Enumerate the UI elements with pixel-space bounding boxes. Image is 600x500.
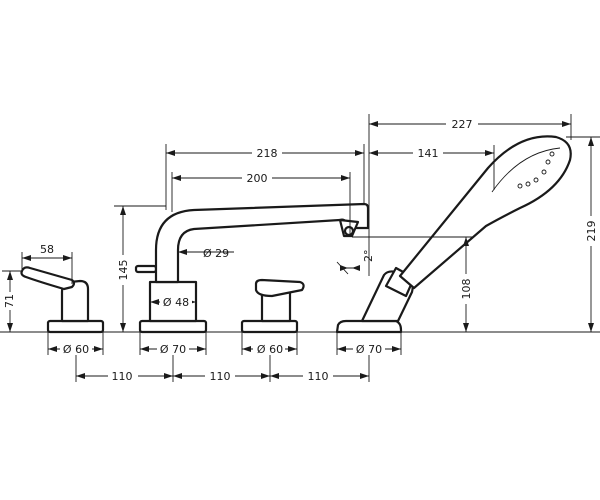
dim-110-b-label: 110 (210, 370, 231, 383)
dim-227-label: 227 (452, 118, 473, 131)
dim-29: Ø 29 (178, 247, 234, 260)
dim-110-spacing: 110 110 110 (75, 355, 370, 383)
right-handle (240, 278, 305, 334)
dim-219-label: 219 (585, 221, 598, 242)
dim-29-label: Ø 29 (203, 247, 229, 260)
dim-71: 71 (2, 270, 22, 332)
dim-60-left: Ø 60 (47, 332, 104, 356)
dim-60-right-label: Ø 60 (257, 343, 283, 356)
dim-200-label: 200 (247, 172, 268, 185)
dim-108: 108 (352, 236, 474, 332)
dim-145: 145 (114, 205, 166, 332)
dim-141: 141 (369, 145, 495, 190)
dim-2deg: 2° (336, 250, 375, 275)
dim-70-shower: Ø 70 (336, 332, 402, 356)
left-handle (20, 266, 105, 334)
dim-145-label: 145 (117, 260, 130, 281)
dim-48-label: Ø 48 (163, 296, 189, 309)
dim-60-right: Ø 60 (241, 332, 298, 356)
dim-200: 200 (171, 170, 351, 236)
dim-70-spout: Ø 70 (139, 332, 207, 356)
dim-2deg-label: 2° (362, 250, 375, 263)
dim-218-label: 218 (257, 147, 278, 160)
dim-219: 219 (566, 136, 600, 332)
dim-58-label: 58 (40, 243, 54, 256)
dim-108-label: 108 (460, 279, 473, 300)
dim-218: 218 (165, 144, 365, 210)
dim-110-c-label: 110 (308, 370, 329, 383)
dim-141-label: 141 (418, 147, 439, 160)
dim-70-spout-label: Ø 70 (160, 343, 186, 356)
dim-60-left-label: Ø 60 (63, 343, 89, 356)
dim-110-a-label: 110 (112, 370, 133, 383)
dim-58: 58 (21, 243, 73, 284)
dim-48: Ø 48 (150, 295, 196, 309)
spout (134, 202, 370, 334)
dim-71-label: 71 (3, 294, 16, 308)
hand-shower (335, 135, 572, 334)
dim-227: 227 (368, 114, 572, 276)
dim-70-shower-label: Ø 70 (356, 343, 382, 356)
